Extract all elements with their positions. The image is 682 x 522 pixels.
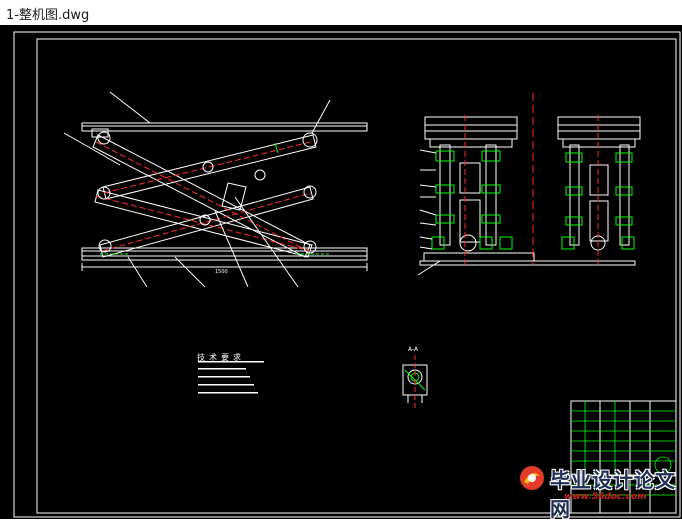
watermark-text: 毕业设计论文网 [550,468,676,521]
title-block [570,400,677,514]
watermark-logo-icon [520,466,544,490]
outer-frame [13,31,681,518]
dimension-label: 1500 [215,269,228,275]
scissor-lift-front-view [63,91,368,288]
title-block-green [571,401,676,496]
drawing-svg [13,31,681,518]
inner-frame [36,38,677,514]
watermark: 毕业设计论文网 www.56doc.com [512,462,682,521]
cad-drawing-canvas[interactable]: 技术要求 A-A 1500 [0,25,682,519]
side-view-1 [419,116,636,266]
side-view-1-green [431,150,513,250]
title-bar: 1-整机图.dwg [0,0,682,26]
window-title: 1-整机图.dwg [6,8,90,23]
tech-notes [198,361,264,394]
side-view-2 [557,116,641,251]
watermark-url: www.56doc.com [564,492,647,502]
green-details [100,142,330,255]
side-view-2-green [561,152,635,250]
tech-notes-title: 技术要求 [197,353,245,362]
section-label: A-A [408,346,419,353]
right-leaders [417,149,441,276]
